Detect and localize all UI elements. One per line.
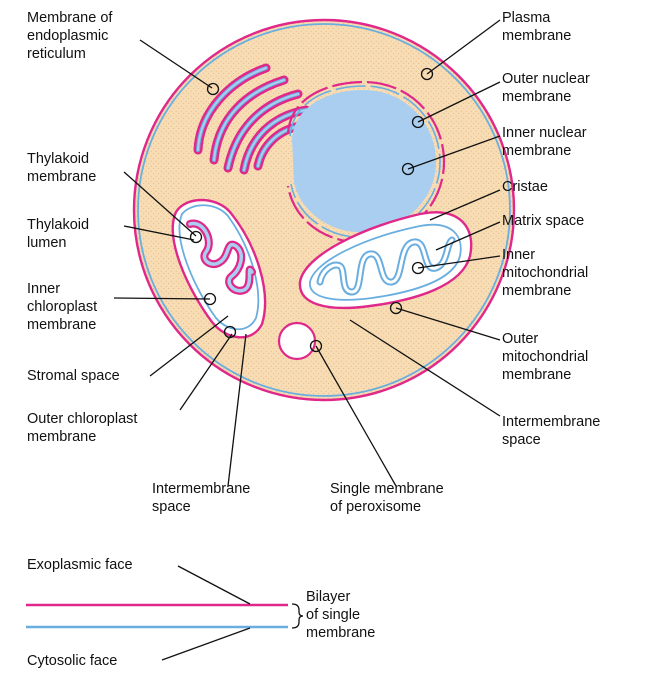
label-peroxisome-membrane: Single membrane of peroxisome [330, 480, 444, 516]
label-plasma-membrane: Plasma membrane [502, 9, 571, 45]
legend-cytosolic-face: Cytosolic face [27, 652, 117, 670]
label-er-membrane: Membrane of endoplasmic reticulum [27, 9, 112, 63]
label-outer-mitochondrial-membrane: Outer mitochondrial membrane [502, 330, 588, 384]
label-inner-chloroplast-membrane: Inner chloroplast membrane [27, 280, 97, 334]
legend-bilayer-label: Bilayer of single membrane [306, 588, 375, 642]
label-thylakoid-lumen: Thylakoid lumen [27, 216, 89, 252]
label-matrix-space: Matrix space [502, 212, 584, 230]
label-stromal-space: Stromal space [27, 367, 120, 385]
label-outer-nuclear-membrane: Outer nuclear membrane [502, 70, 590, 106]
label-intermembrane-space-bottom: Intermembrane space [152, 480, 250, 516]
bilayer-legend [26, 566, 303, 660]
peroxisome [279, 323, 315, 359]
label-inner-mitochondrial-membrane: Inner mitochondrial membrane [502, 246, 588, 300]
legend-exoplasmic-face: Exoplasmic face [27, 556, 133, 574]
label-intermembrane-space-right: Intermembrane space [502, 413, 600, 449]
label-cristae: Cristae [502, 178, 548, 196]
label-thylakoid-membrane: Thylakoid membrane [27, 150, 96, 186]
label-inner-nuclear-membrane: Inner nuclear membrane [502, 124, 587, 160]
label-outer-chloroplast-membrane: Outer chloroplast membrane [27, 410, 137, 446]
